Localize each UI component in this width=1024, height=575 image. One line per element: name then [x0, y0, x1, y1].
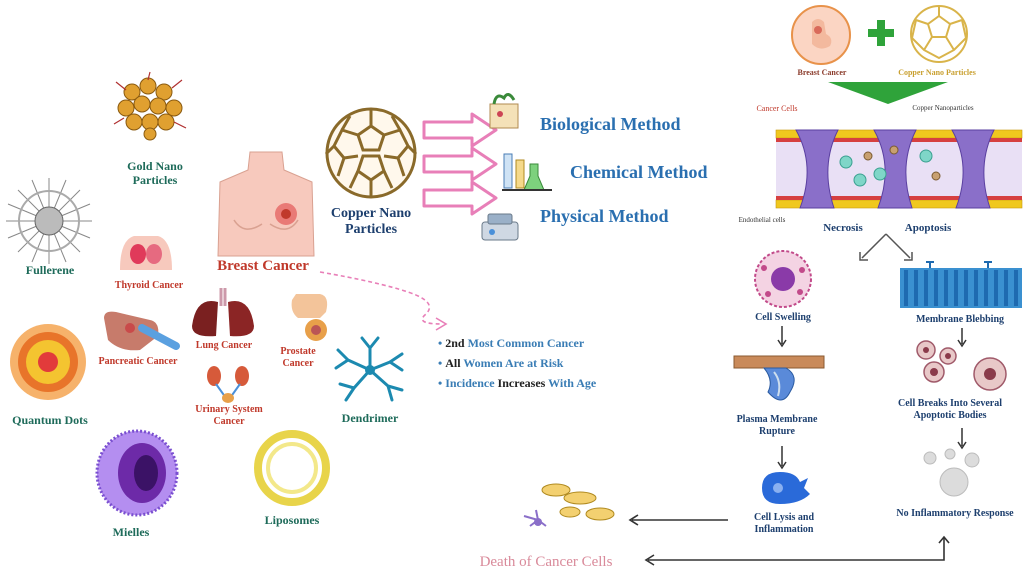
breast-torso-icon	[217, 151, 315, 257]
noinflam-to-death-arrow	[644, 535, 950, 566]
chemical-method-icon	[502, 153, 552, 191]
micelle-icon	[95, 429, 179, 517]
cancer-cells-label: Cancer Cells	[756, 104, 798, 113]
arrow-down-2	[777, 446, 787, 470]
urinary-system-icon	[207, 366, 249, 403]
plus-icon	[868, 20, 894, 46]
liposomes-label: Liposomes	[264, 513, 320, 527]
breast-facts-connector	[319, 271, 448, 331]
quantum-dots-icon	[10, 324, 86, 400]
blebbing-membrane-icon	[900, 261, 1022, 308]
dying-cells-icon	[523, 483, 615, 527]
lysis-label: Cell Lysis and Inflammation	[753, 512, 815, 535]
apoptotic-bodies-label: Cell Breaks Into Several Apoptotic Bodie…	[898, 398, 1002, 421]
cell-lysis-icon	[762, 472, 810, 504]
pm-rupture-label: Plasma Membrane Rupture	[736, 414, 818, 437]
prostate-cancer-label: Prostate Cancer	[280, 346, 316, 369]
fact-item-3: • Incidence Increases With Age	[438, 376, 597, 390]
death-cancer-cells-label: Death of Cancer Cells	[479, 554, 613, 570]
membrane-rupture-icon	[733, 355, 825, 401]
biological-method-icon	[489, 93, 519, 129]
thyroid-cancer-label: Thyroid Cancer	[114, 280, 184, 291]
chemical-method-label: Chemical Method	[570, 162, 708, 182]
dendrimer-label: Dendrimer	[341, 411, 399, 425]
lung-cancer-label: Lung Cancer	[195, 340, 253, 351]
quantum-dots-label: Quantum Dots	[12, 413, 88, 427]
gold-nano-label: Gold Nano Particles	[127, 159, 183, 187]
blebbing-label: Membrane Blebbing	[915, 314, 1005, 325]
biological-method-label: Biological Method	[540, 114, 681, 134]
arrow-down-4	[957, 428, 967, 450]
physical-method-icon	[481, 213, 519, 241]
mech-copper-label: Copper Nano Particles	[898, 68, 976, 77]
fact-item-2: • All Women Are at Risk	[438, 356, 564, 370]
pancreas-icon	[104, 311, 180, 351]
breast-cancer-label: Breast Cancer	[217, 258, 309, 274]
apoptotic-bodies-icon	[916, 340, 1007, 391]
lungs-icon	[192, 288, 254, 337]
fullerene-label: Fullerene	[25, 263, 75, 277]
synthesis-arrows	[422, 112, 498, 216]
physical-method-label: Physical Method	[540, 206, 669, 226]
dendrimer-icon	[334, 336, 404, 402]
no-inflammatory-label: No Inflammatory Response	[896, 508, 1014, 519]
necrosis-label: Necrosis	[823, 222, 863, 234]
breast-cancer-circle-icon	[791, 5, 851, 65]
endothelial-label: Endothelial cells	[738, 216, 786, 224]
apoptosis-label: Apoptosis	[904, 222, 952, 234]
fullerene-icon	[6, 178, 92, 264]
copper-cage-icon	[910, 5, 968, 63]
cell-swelling-label: Cell Swelling	[755, 312, 811, 323]
swollen-cell-icon	[754, 250, 812, 308]
split-arrows	[859, 233, 913, 261]
prostate-icon	[291, 294, 328, 341]
lysis-to-death-arrow	[628, 514, 728, 526]
membrane-illustration	[775, 129, 1023, 209]
micelles-label: Mielles	[112, 525, 150, 539]
urinary-cancer-label: Urinary System Cancer	[195, 404, 263, 427]
gold-nanoparticle-icon	[113, 71, 187, 141]
liposome-icon	[254, 430, 330, 506]
copper-nano-label: Copper Nano Particles	[330, 206, 412, 238]
funnel-arrow	[828, 82, 948, 104]
apoptotic-debris-icon	[923, 448, 980, 497]
fact-item-1: • 2nd Most Common Cancer	[438, 336, 585, 350]
mech-breast-cancer-label: Breast Cancer	[797, 68, 847, 77]
arrow-down-1	[777, 326, 787, 348]
copper-np-label: Copper Nanoparticles	[912, 104, 974, 112]
thyroid-icon	[120, 236, 172, 270]
arrow-down-3	[957, 328, 967, 348]
copper-nanoparticle-icon	[324, 107, 418, 199]
pancreatic-cancer-label: Pancreatic Cancer	[98, 356, 178, 367]
